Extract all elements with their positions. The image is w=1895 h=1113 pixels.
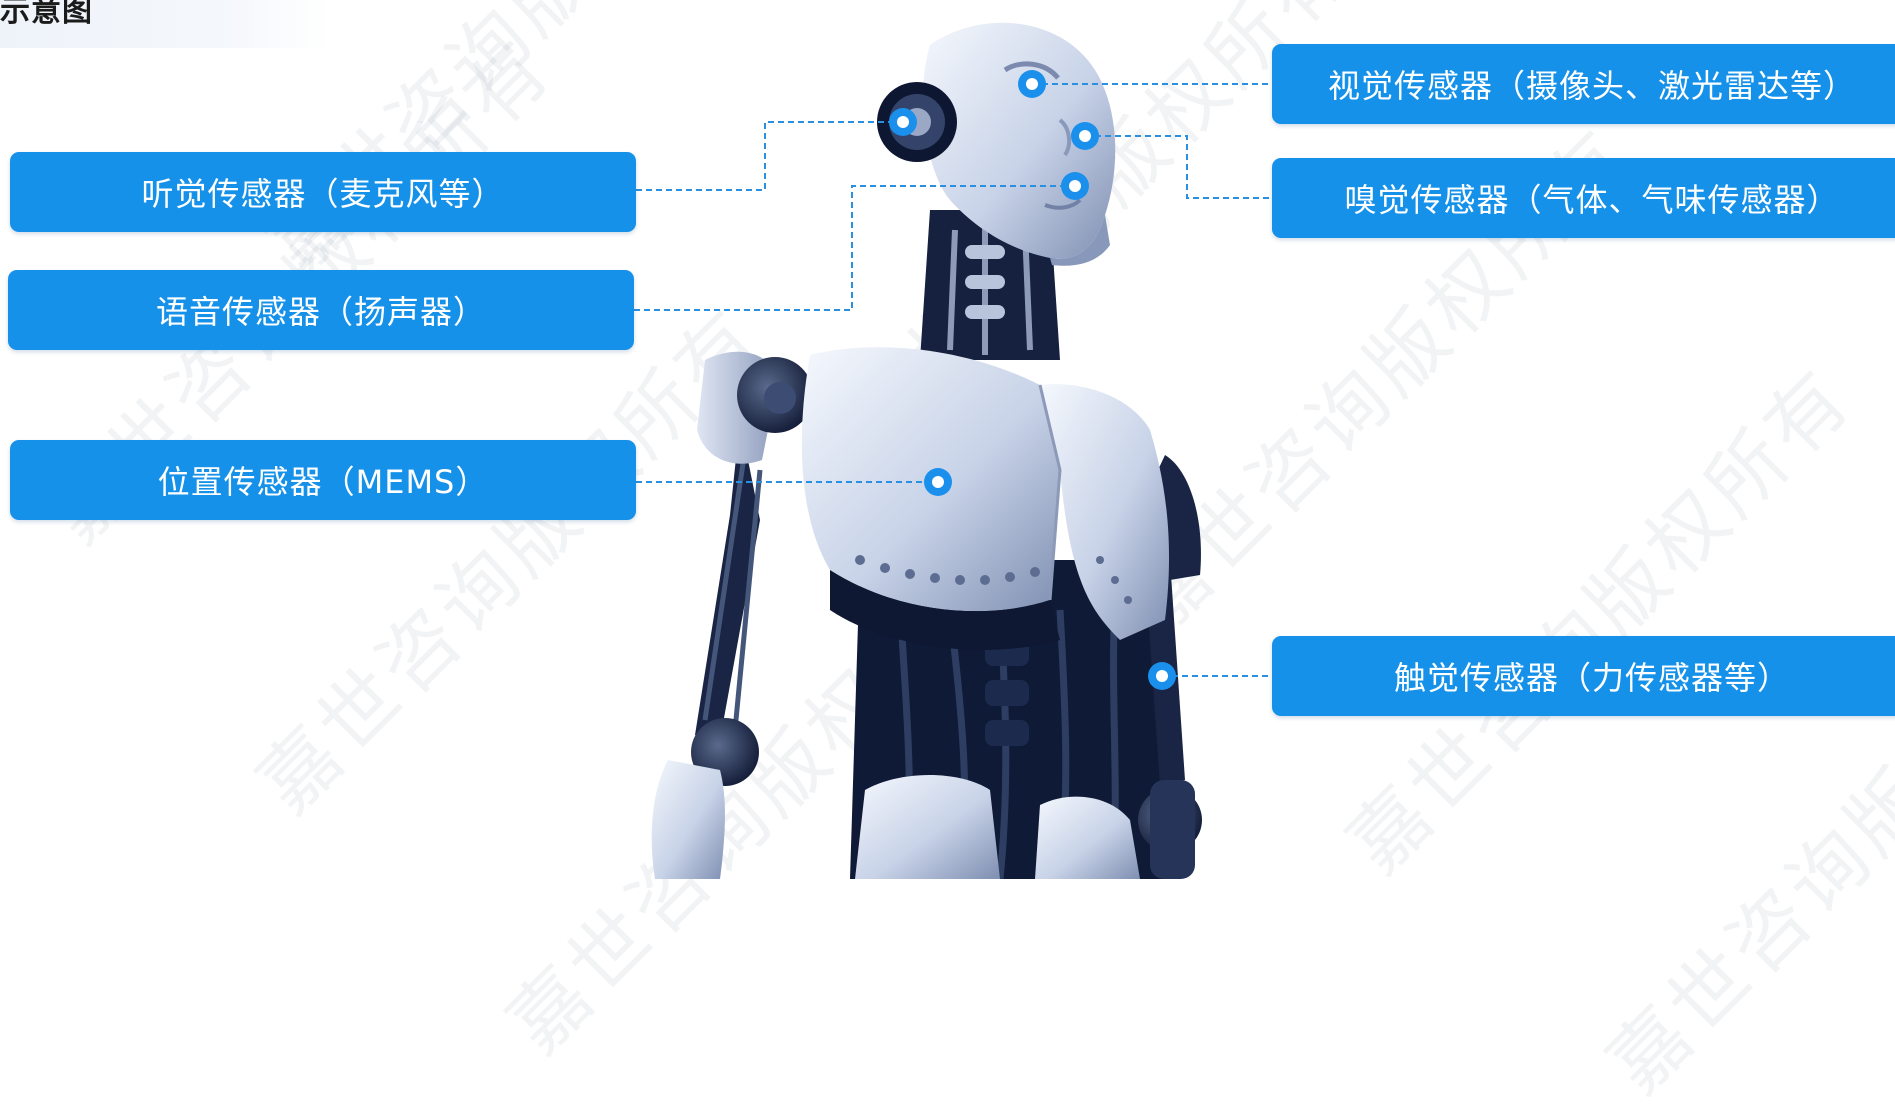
label-position-sensor: 位置传感器（MEMS） [10, 440, 636, 520]
connector-speech [634, 185, 1075, 311]
robot-figure [651, 22, 1202, 879]
marker-smell-dot [1071, 122, 1099, 150]
marker-vision-dot [1018, 70, 1046, 98]
sensor-markers [889, 70, 1176, 690]
marker-position-dot [924, 468, 952, 496]
label-smell-sensor: 嗅觉传感器（气体、气味传感器） [1272, 158, 1895, 238]
label-touch-sensor: 触觉传感器（力传感器等） [1272, 636, 1895, 716]
marker-speech-dot [1061, 172, 1089, 200]
marker-touch-dot [1148, 662, 1176, 690]
marker-hearing-dot [889, 108, 917, 136]
label-hearing-sensor: 听觉传感器（麦克风等） [10, 152, 636, 232]
robot-illustration [634, 22, 1272, 879]
label-speech-sensor: 语音传感器（扬声器） [8, 270, 634, 350]
label-vision-sensor: 视觉传感器（摄像头、激光雷达等） [1272, 44, 1895, 124]
connector-smell [1085, 135, 1272, 199]
title-tab: 示意图 [0, 0, 330, 48]
connector-hearing [636, 121, 903, 191]
page-title: 示意图 [0, 0, 93, 29]
connector-lines [634, 83, 1272, 677]
